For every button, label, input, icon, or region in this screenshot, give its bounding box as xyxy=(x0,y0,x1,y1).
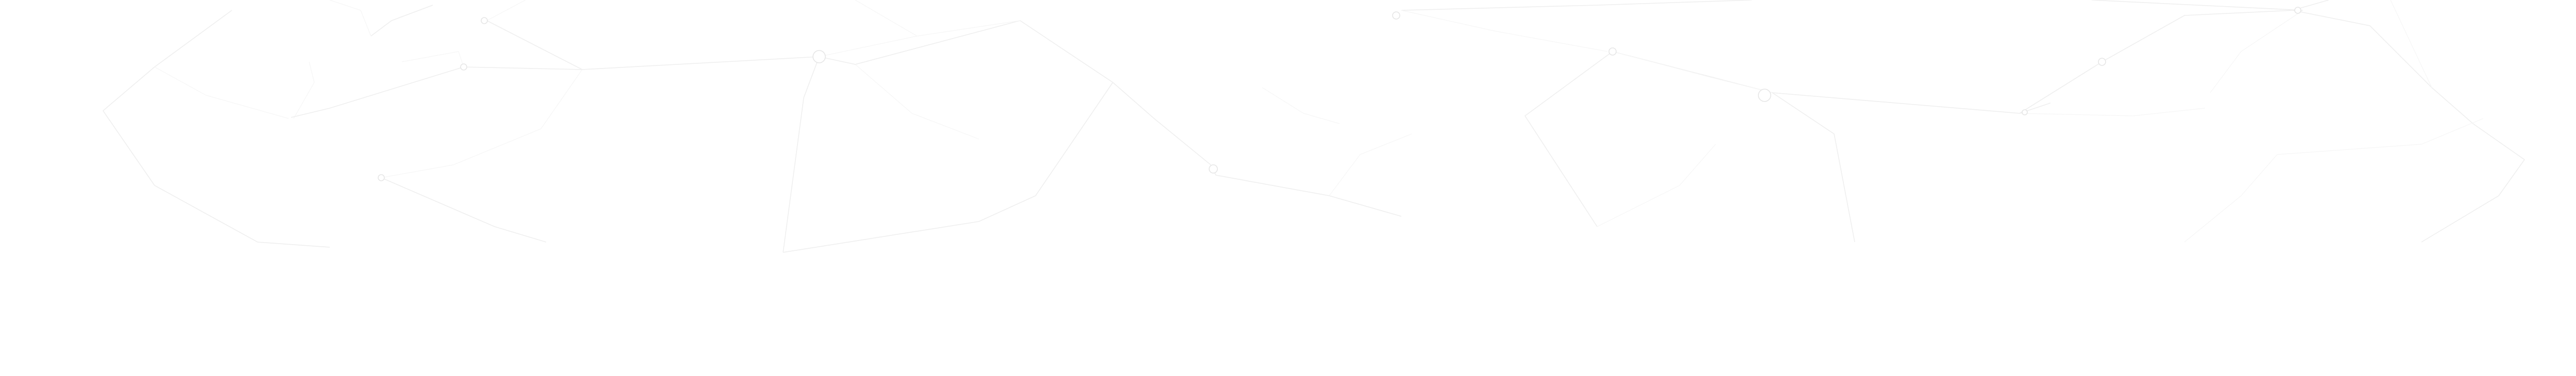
network-edge xyxy=(2210,10,2303,93)
network-edge xyxy=(2091,0,2303,11)
network-edge xyxy=(381,69,583,178)
network-edge xyxy=(370,5,433,37)
network-node xyxy=(2098,58,2106,66)
network-edge xyxy=(1597,144,1716,227)
network-edge xyxy=(486,0,526,21)
network-node xyxy=(1392,11,1400,20)
network-edge xyxy=(783,56,820,253)
network-node xyxy=(481,17,488,24)
network-edge xyxy=(2277,118,2484,155)
network-edge xyxy=(1612,51,1855,243)
network-node xyxy=(2022,109,2028,115)
network-edge xyxy=(293,61,315,119)
network-edge xyxy=(1112,82,1211,165)
network-edge xyxy=(1210,164,1402,217)
network-edge xyxy=(103,110,330,248)
network-edge xyxy=(1524,51,1613,227)
network-edge xyxy=(1612,51,1773,93)
network-node xyxy=(812,50,826,63)
network-edge xyxy=(1772,61,2103,114)
network-node xyxy=(1608,47,1617,56)
network-edge xyxy=(1262,87,1340,124)
network-edge xyxy=(401,51,464,67)
network-edge xyxy=(2390,0,2432,88)
network-edge xyxy=(855,0,918,37)
network-edge xyxy=(783,82,1113,253)
network-edge xyxy=(329,0,371,37)
network-edge xyxy=(1401,0,1752,11)
network-edges xyxy=(103,0,2526,253)
network-edge xyxy=(2019,108,2206,116)
network-edge xyxy=(819,20,1021,57)
network-edge xyxy=(103,10,232,111)
network-edge xyxy=(819,20,1113,83)
network-node xyxy=(378,174,385,181)
network-node xyxy=(2294,7,2301,14)
network-edge xyxy=(486,20,820,70)
network-node xyxy=(460,63,467,71)
network-node xyxy=(1209,164,1218,174)
network-edge xyxy=(2292,10,2526,243)
network-edge xyxy=(2102,0,2329,62)
network-edge xyxy=(855,64,979,140)
network-nodes xyxy=(378,7,2301,181)
network-edge xyxy=(154,66,289,119)
network-edge xyxy=(381,177,547,243)
network-edge xyxy=(291,66,583,118)
network-node xyxy=(1758,89,1771,102)
network-edge xyxy=(1329,133,1412,196)
network-edge xyxy=(2184,154,2278,243)
network-edge xyxy=(1401,10,1608,52)
